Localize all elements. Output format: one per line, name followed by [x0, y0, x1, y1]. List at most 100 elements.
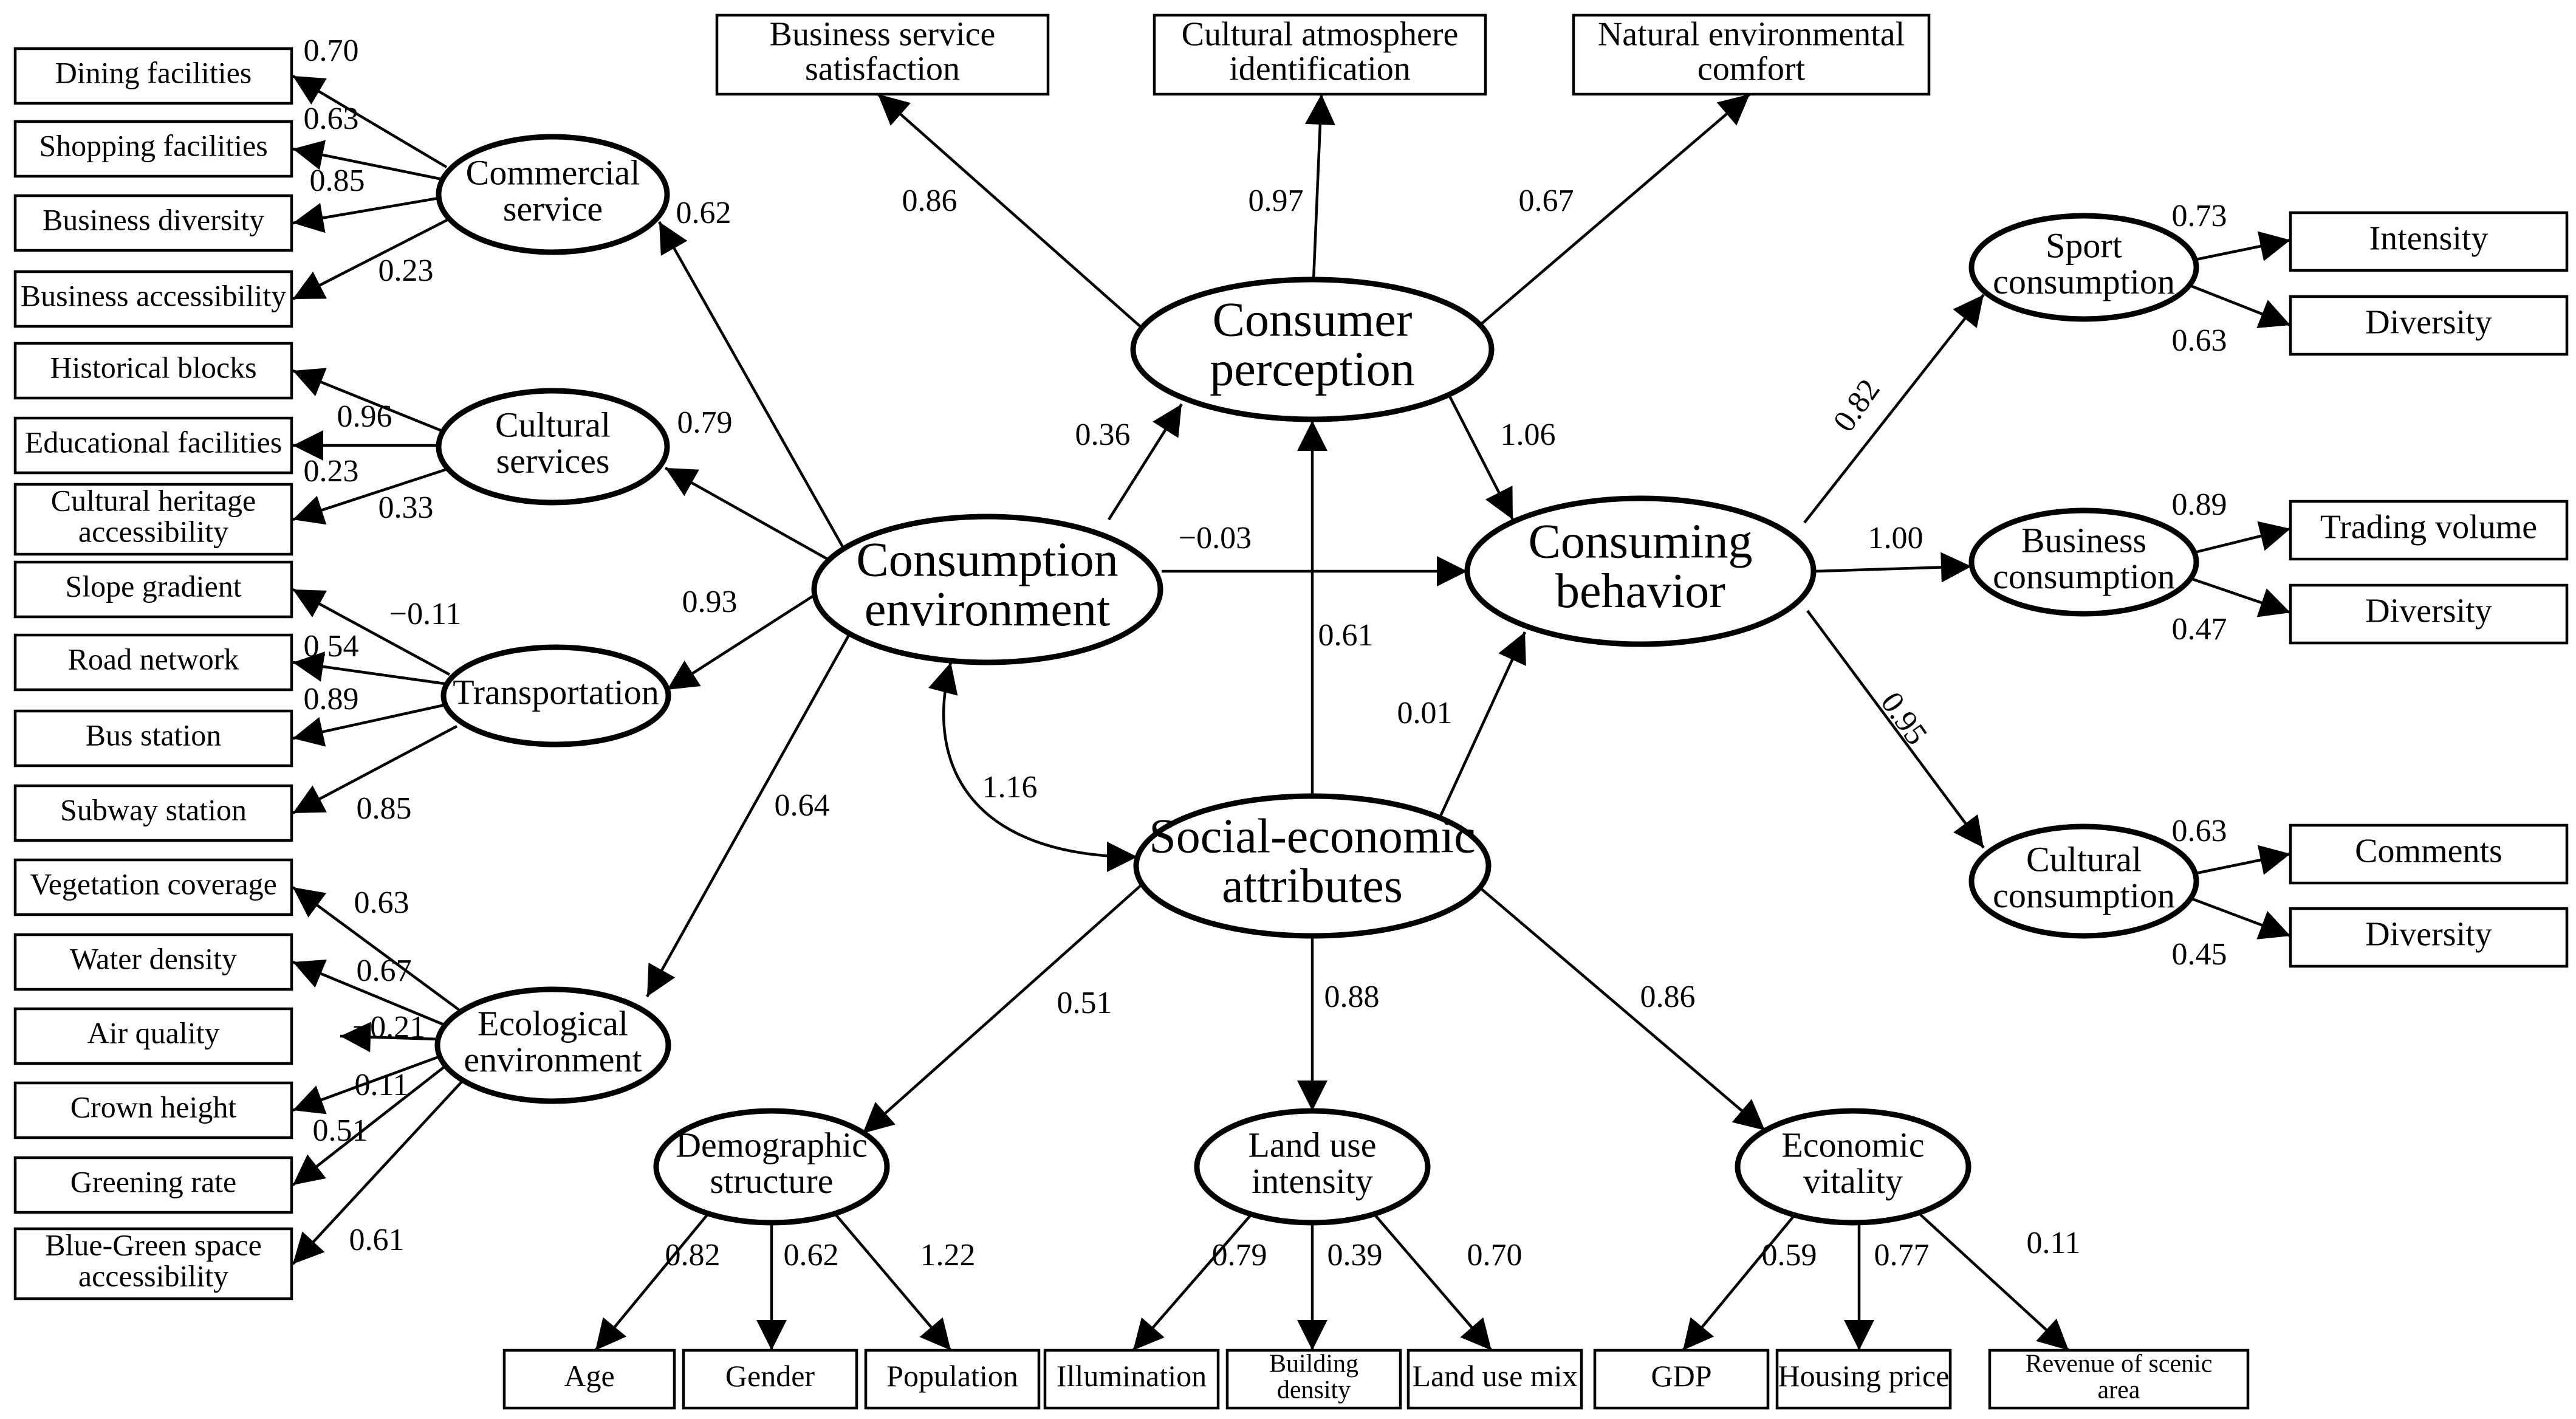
coefficient-ses-behavior: 0.01 — [1397, 696, 1453, 730]
arrow — [1304, 94, 1335, 281]
path-ecological-environment-to-water-density — [292, 960, 450, 1029]
path-cultural-consumption-to-comments — [2187, 845, 2291, 877]
arrow — [1373, 1213, 1493, 1352]
indicator-road-network: Road network — [13, 633, 293, 692]
indicator-business-accessibility: Business accessibility — [13, 270, 293, 328]
arrow — [1919, 1213, 2070, 1352]
educational-label: Educational facilities — [25, 425, 282, 459]
indicator-shopping: Shopping facilities — [13, 120, 293, 178]
arrow — [292, 588, 451, 676]
coefficient-sport-diversity: 0.63 — [2172, 323, 2227, 358]
arrow — [2187, 895, 2291, 940]
path-land-use-intensity-to-land-use-mix — [1373, 1213, 1493, 1352]
arrow — [1803, 294, 1985, 524]
path-demographic-structure-to-population — [834, 1213, 952, 1352]
path-economic-vitality-to-scenic-revenue — [1919, 1213, 2070, 1352]
indicator-dining: Dining facilities — [13, 47, 293, 105]
transportation-label: Transportation — [453, 672, 659, 712]
arrow — [2187, 845, 2291, 877]
path-ecological-environment-to-bluegreen — [292, 1081, 463, 1265]
indicator-sport-diversity: Diversity — [2289, 295, 2569, 356]
biz-cons-diversity-label: Diversity — [2365, 592, 2492, 630]
arrow — [2187, 576, 2291, 617]
arrow — [292, 75, 448, 168]
path-demographic-structure-to-age — [594, 1213, 709, 1352]
coefficient-road-network: 0.54 — [304, 629, 359, 664]
coefficient-perc-atmosphere: 0.97 — [1249, 184, 1304, 218]
coefficient-shopping: 0.63 — [304, 101, 359, 136]
path-commercial-service-to-business-accessibility — [292, 217, 451, 301]
arrow — [834, 1213, 952, 1352]
coefficient-perc-behavior: 1.06 — [1501, 417, 1556, 452]
indicator-trading-volume: Trading volume — [2289, 500, 2569, 561]
air-quality-label: Air quality — [87, 1015, 219, 1050]
coefficient-vegetation: 0.63 — [354, 885, 409, 920]
coefficient-air-quality: −0.21 — [352, 1010, 425, 1045]
coefficient-business-accessibility: 0.23 — [379, 253, 434, 288]
arrow — [1132, 1213, 1253, 1352]
coefficient-illumination: 0.79 — [1212, 1238, 1267, 1273]
arrow — [1438, 631, 1527, 818]
indicator-population: Population — [864, 1349, 1041, 1410]
arrow — [1682, 1213, 1797, 1352]
coefficient-population: 1.22 — [920, 1238, 976, 1273]
arrow — [2187, 521, 2291, 556]
path-social-economic-to-economic-vitality — [1478, 886, 1766, 1132]
arrow — [340, 1022, 439, 1053]
arrow — [292, 886, 463, 1013]
arrow — [1447, 394, 1515, 521]
arrow — [292, 960, 450, 1029]
coefficient-env-transport: 0.93 — [682, 585, 738, 619]
historical-blocks-label: Historical blocks — [50, 350, 256, 384]
housing-price-label: Housing price — [1778, 1359, 1950, 1393]
coefficient-age: 0.82 — [665, 1238, 721, 1273]
indicator-slope: Slope gradient — [13, 560, 293, 619]
path-sport-consumption-to-sport-diversity — [2187, 283, 2291, 328]
indicator-air-quality: Air quality — [13, 1007, 293, 1065]
coefficient-dining: 0.70 — [304, 33, 359, 68]
sport-diversity-label: Diversity — [2365, 303, 2492, 341]
comments-label: Comments — [2355, 832, 2502, 870]
coefficient-scenic-revenue: 0.11 — [2026, 1226, 2080, 1260]
coefficient-trading-volume: 0.89 — [2172, 487, 2227, 522]
path-ecological-environment-to-vegetation — [292, 886, 463, 1013]
arrow — [292, 196, 443, 233]
path-transportation-to-bus-station — [292, 703, 445, 747]
indicator-greening-rate: Greening rate — [13, 1156, 293, 1214]
indicator-bus-station: Bus station — [13, 709, 293, 768]
indicator-age: Age — [502, 1349, 676, 1410]
coefficient-subway-station: 0.85 — [357, 791, 412, 826]
indicator-gdp: GDP — [1593, 1349, 1770, 1410]
path-consumer-perception-to-natural-comfort — [1475, 93, 1751, 329]
path-consumption-environment-to-cultural-services — [664, 467, 829, 560]
path-consumption-environment-to-ecological-environment — [646, 631, 852, 998]
business-diversity-label: Business diversity — [43, 202, 264, 236]
arrow — [1806, 610, 1985, 849]
arrow — [292, 703, 445, 747]
indicator-cult-cons-diversity: Diversity — [2289, 907, 2569, 968]
coefficient-bluegreen: 0.61 — [349, 1223, 405, 1257]
path-social-economic-to-consuming-behavior — [1438, 631, 1527, 818]
path-cultural-services-to-historical-blocks — [292, 368, 444, 433]
